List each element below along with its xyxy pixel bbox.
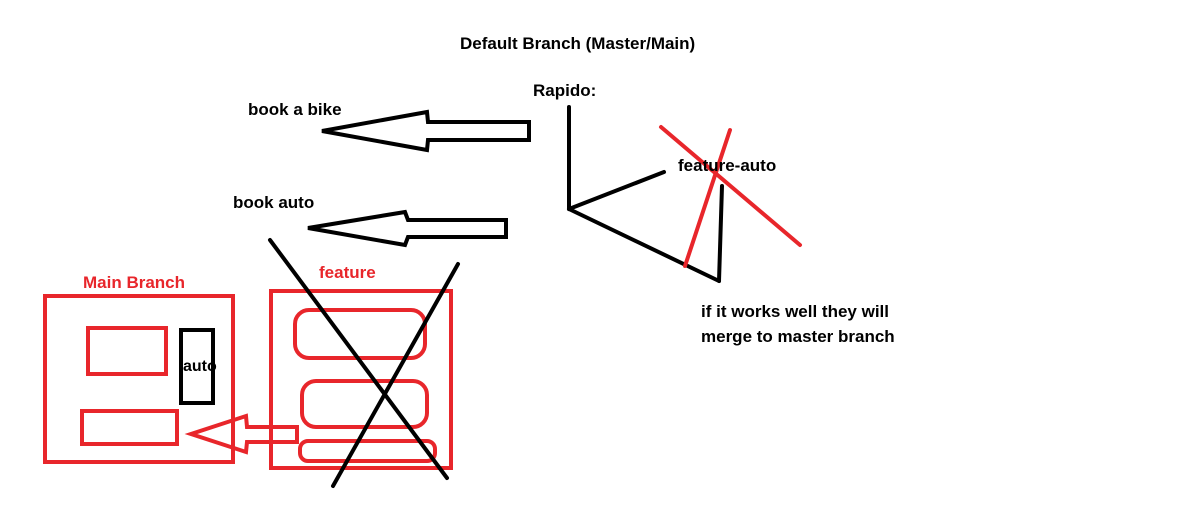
feature-module-2 <box>300 379 429 429</box>
feature-module-1 <box>293 308 427 360</box>
feature-module-3 <box>298 439 437 463</box>
book-auto-arrow <box>307 209 508 248</box>
main-module-top <box>86 326 168 376</box>
feature-auto-label: feature-auto <box>678 156 777 175</box>
auto-module-box <box>179 328 215 405</box>
feature-label: feature <box>319 263 376 282</box>
feature-auto-branch-line <box>567 170 666 211</box>
main-branch-box <box>43 294 235 464</box>
rapido-branch-tree <box>567 105 724 283</box>
merge-note-line-1: if it works well they will <box>701 302 889 321</box>
merge-note-line-2: merge to master branch <box>701 327 895 346</box>
lower-branch-line <box>567 207 721 283</box>
black-cross-out <box>268 238 460 488</box>
main-branch-label: Main Branch <box>83 273 186 292</box>
book-auto-label: book auto <box>233 193 315 212</box>
merge-back-line <box>717 184 724 283</box>
auto-label: auto <box>183 358 217 375</box>
diagram-title: Default Branch (Master/Main) <box>460 34 696 53</box>
feature-box <box>269 289 453 470</box>
book-bike-label: book a bike <box>248 100 342 119</box>
red-cross-out <box>659 125 802 268</box>
book-bike-arrow <box>321 109 531 153</box>
main-module-bottom <box>80 409 179 446</box>
merge-arrow <box>184 413 299 455</box>
rapido-label: Rapido: <box>533 81 597 100</box>
